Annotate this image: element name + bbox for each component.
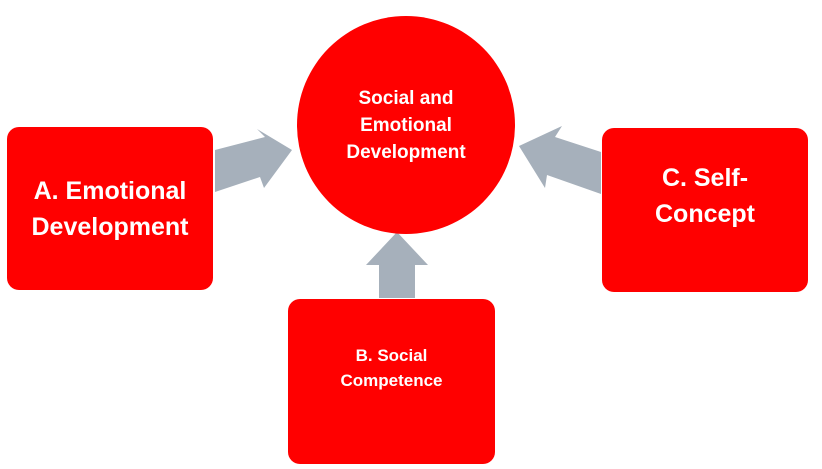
node-a-label: A. Emotional Development (31, 176, 189, 241)
node-a-emotional-development: A. Emotional Development (7, 127, 213, 290)
arrow-a-to-center (215, 129, 292, 192)
node-c-label: C. Self-Concept (655, 164, 755, 228)
node-b-label: B. Social Competence (340, 345, 443, 390)
center-node-social-emotional-development: Social and Emotional Development (297, 16, 515, 234)
center-node-label: Social and Emotional Development (346, 87, 466, 163)
arrow-b-to-center (366, 232, 428, 298)
arrow-c-to-center (519, 126, 601, 194)
node-b-social-competence: B. Social Competence (288, 299, 495, 464)
node-c-self-concept: C. Self-Concept (602, 128, 808, 292)
